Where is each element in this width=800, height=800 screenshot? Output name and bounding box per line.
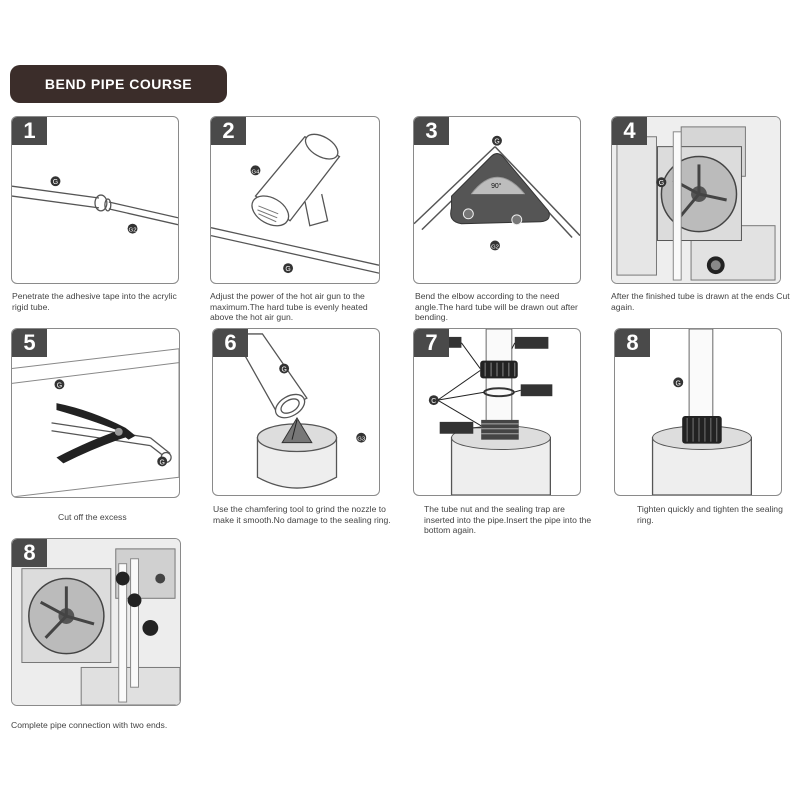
svg-text:G: G (676, 380, 681, 387)
step-number-badge: 2 (211, 117, 246, 145)
step-1-caption: Penetrate the adhesive tape into the acr… (12, 291, 177, 312)
step-6-panel: 6 G G3 (212, 328, 380, 496)
step-2-caption: Adjust the power of the hot air gun to t… (210, 291, 390, 323)
step-number-badge: 5 (12, 329, 47, 357)
step-8-panel: 8 G (614, 328, 782, 496)
svg-text:G: G (53, 179, 58, 186)
step-9-panel: 8 (11, 538, 181, 706)
step-number-badge: 4 (612, 117, 647, 145)
step-3-panel: 3 90° G G2 (413, 116, 581, 284)
course-title-banner: BEND PIPE COURSE (10, 65, 227, 103)
step-number-badge: 7 (414, 329, 449, 357)
svg-text:G4: G4 (252, 169, 261, 175)
step-number-badge: 8 (615, 329, 650, 357)
step-7-panel: 7 C (413, 328, 581, 496)
svg-text:G3: G3 (357, 437, 366, 443)
step-number-badge: 1 (12, 117, 47, 145)
step-7-caption: The tube nut and the sealing trap are in… (424, 504, 594, 536)
step-number-badge: 6 (213, 329, 248, 357)
svg-text:G: G (285, 266, 290, 273)
step-1-panel: 1 G G2 (11, 116, 179, 284)
step-5-panel: 5 G G (11, 328, 180, 498)
svg-text:G: G (494, 139, 499, 146)
svg-text:G2: G2 (491, 244, 499, 250)
step-number-badge: 3 (414, 117, 449, 145)
step-9-caption: Complete pipe connection with two ends. (11, 720, 211, 731)
step-3-caption: Bend the elbow according to the need ang… (415, 291, 585, 323)
step-5-caption: Cut off the excess (58, 512, 178, 523)
svg-text:G: G (659, 180, 664, 187)
step-6-caption: Use the chamfering tool to grind the noz… (213, 504, 393, 525)
step-4-caption: After the finished tube is drawn at the … (611, 291, 799, 312)
svg-text:G: G (57, 382, 62, 389)
step-8-caption: Tighten quickly and tighten the sealing … (637, 504, 787, 525)
step-number-badge: 8 (12, 539, 47, 567)
svg-text:C: C (431, 398, 436, 405)
course-title: BEND PIPE COURSE (45, 76, 192, 92)
step-4-panel: 4 G (611, 116, 781, 284)
angle-label: 90° (491, 182, 502, 190)
svg-text:G: G (160, 459, 165, 466)
svg-text:G2: G2 (129, 228, 137, 234)
svg-text:G: G (281, 366, 286, 373)
step-2-panel: 2 G4 G (210, 116, 380, 284)
